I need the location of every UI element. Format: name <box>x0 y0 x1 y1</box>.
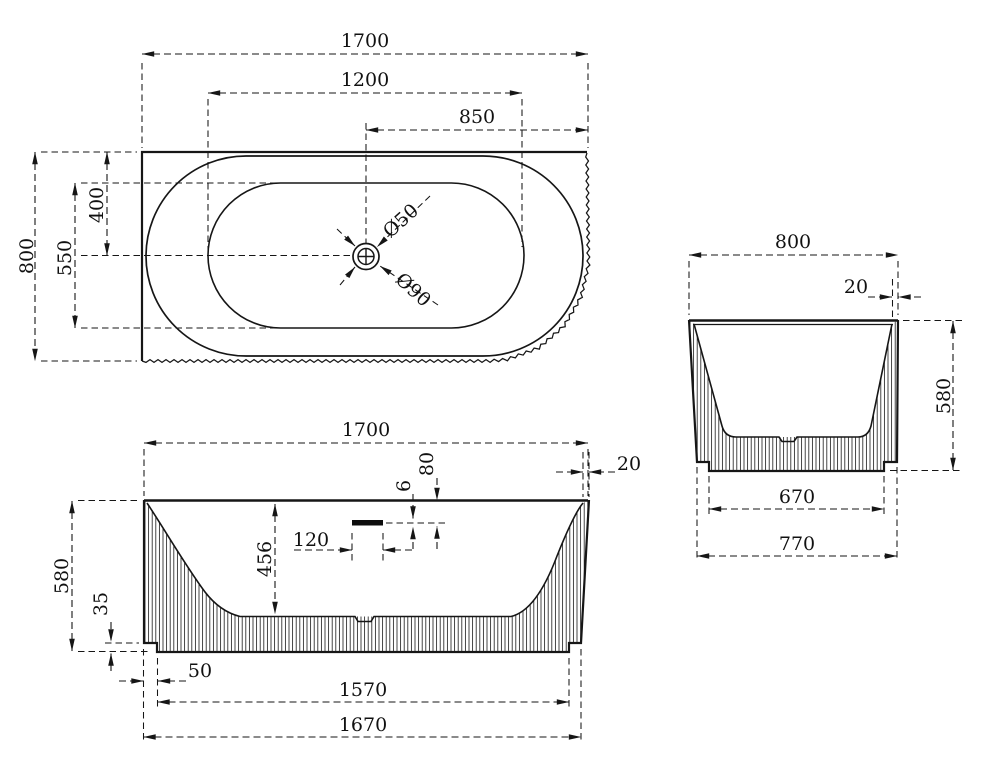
front-view: 1700 20 6 80 120 456 580 <box>51 419 641 742</box>
dim-label-front-1670: 1670 <box>339 714 387 736</box>
rim-outline <box>145 155 584 357</box>
dim-label-side-20: 20 <box>844 276 868 298</box>
dim-label-top-1700: 1700 <box>341 30 389 52</box>
side-view: 800 20 580 670 770 <box>687 231 962 561</box>
side-fluting-hatch <box>689 320 896 471</box>
dim-label-front-1570: 1570 <box>339 679 387 701</box>
dim-label-drain-waste: Ø50 <box>379 200 423 243</box>
dim-label-front-456: 456 <box>254 541 276 577</box>
dim-label-front-6: 6 <box>393 480 415 492</box>
dim-label-front-20: 20 <box>617 453 641 475</box>
front-inner-profile <box>146 502 584 623</box>
overflow-slot <box>352 520 383 526</box>
top-view-outline <box>140 150 591 364</box>
dim-label-front-50: 50 <box>188 660 212 682</box>
side-view-dimensions: 800 20 580 670 770 <box>688 231 962 561</box>
top-view: Ø50 Ø90 1700 1200 850 800 550 400 <box>16 30 591 364</box>
dim-label-drain-flange: Ø90 <box>391 269 435 312</box>
dim-label-front-80: 80 <box>416 452 438 476</box>
dim-label-side-770: 770 <box>779 533 815 555</box>
side-view-outline <box>687 319 900 473</box>
front-view-dimensions: 1700 20 6 80 120 456 580 <box>51 419 641 742</box>
front-view-outline <box>142 499 591 654</box>
dim-label-side-670: 670 <box>779 486 815 508</box>
basin-outline <box>207 182 525 329</box>
dim-label-front-35: 35 <box>90 592 112 616</box>
side-inner-profile <box>693 323 893 443</box>
dim-label-side-580: 580 <box>933 378 955 414</box>
dim-label-top-400: 400 <box>86 187 108 223</box>
dim-label-top-800: 800 <box>16 238 38 274</box>
dim-label-front-580: 580 <box>51 558 73 594</box>
top-view-dimensions: 1700 1200 850 800 550 400 <box>16 30 589 362</box>
dim-label-top-850: 850 <box>459 106 495 128</box>
dim-label-top-1200: 1200 <box>341 69 389 91</box>
dim-label-top-550: 550 <box>54 240 76 276</box>
dim-label-side-800: 800 <box>775 231 811 253</box>
dim-label-front-1700: 1700 <box>342 419 390 441</box>
dim-label-front-120: 120 <box>293 529 329 551</box>
